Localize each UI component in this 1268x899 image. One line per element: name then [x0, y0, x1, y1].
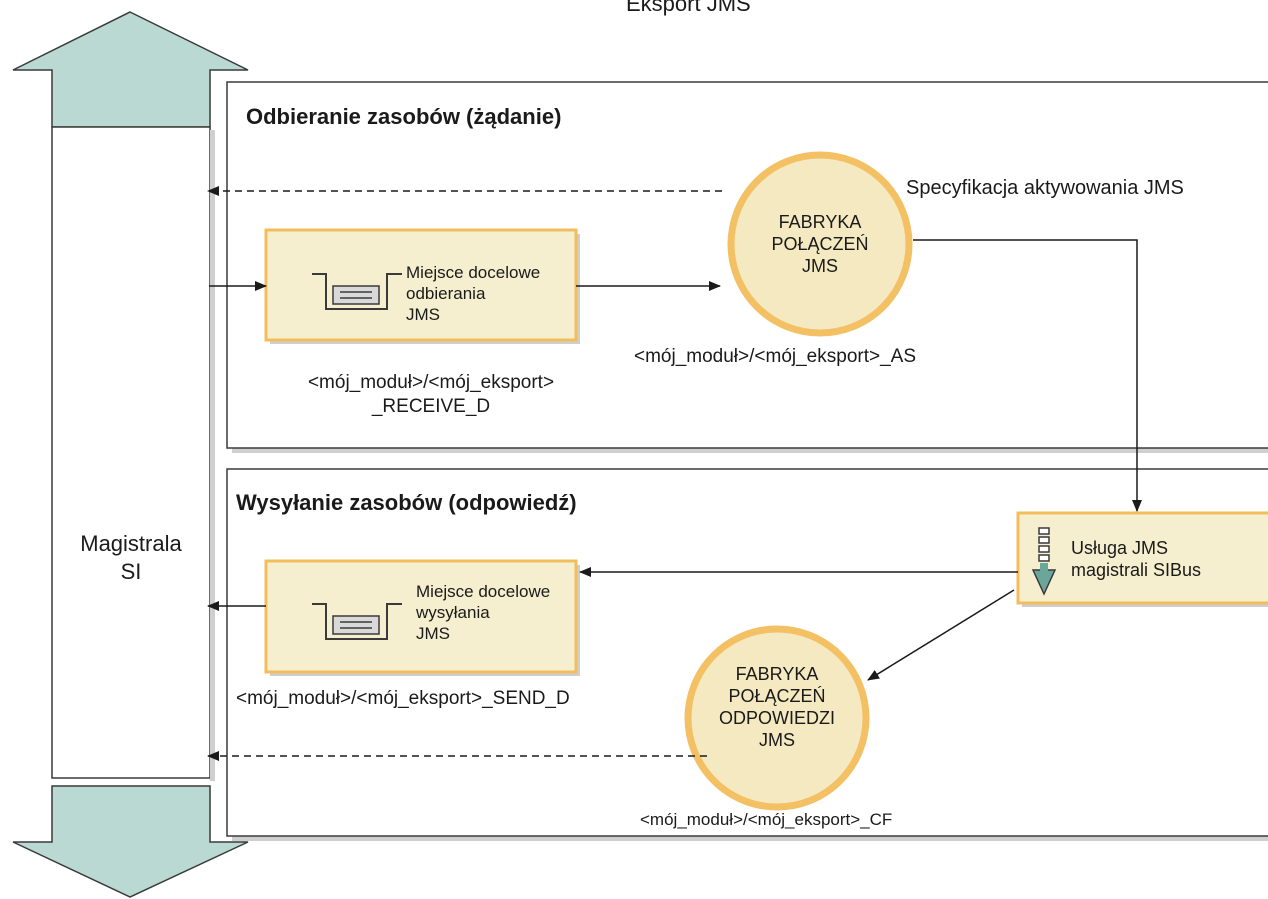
si-bus: [12, 11, 249, 898]
send-destination-line3: JMS: [416, 624, 450, 643]
bus-body: [51, 126, 211, 779]
connection-factory-label: FABRYKA POŁĄCZEŃ JMS: [731, 211, 909, 277]
response-factory-name: <mój_moduł>/<mój_eksport>_CF: [640, 810, 893, 829]
bus-label: Magistrala SI: [52, 530, 210, 586]
bus-label-line2: SI: [120, 559, 142, 584]
send-destination-box: [264, 559, 580, 676]
response-factory-label: FABRYKA POŁĄCZEŃ ODPOWIEDZI JMS: [688, 663, 866, 751]
receive-destination-name: <mój_moduł>/<mój_eksport> _RECEIVE_D: [276, 371, 586, 419]
receive-destination-label: Miejsce docelowe odbierania JMS: [406, 262, 540, 325]
connection-factory-name: <mój_moduł>/<mój_eksport>_AS: [634, 346, 916, 367]
send-destination-name: <mój_moduł>/<mój_eksport>_SEND_D: [236, 688, 570, 709]
sibus-to-response-factory-arrow: [867, 589, 1015, 681]
diagram-title: Eksport JMS: [626, 0, 751, 16]
sibus-service-line2: magistrali SIBus: [1071, 560, 1202, 580]
sibus-download-icon: [1031, 527, 1057, 596]
connection-factory-line3: JMS: [802, 256, 838, 276]
queue-icon: [312, 273, 402, 310]
receive-destination-line2: odbierania: [406, 284, 486, 303]
bus-label-line1: Magistrala: [80, 531, 182, 556]
receive-destination-name-line1: <mój_moduł>/<mój_eksport>: [307, 372, 555, 393]
response-factory-circle: [684, 625, 870, 811]
response-factory-line4: JMS: [759, 730, 795, 750]
receive-destination-name-line2: _RECEIVE_D: [371, 396, 491, 417]
receive-destination-line3: JMS: [406, 305, 440, 324]
send-destination-label: Miejsce docelowe wysyłania JMS: [416, 581, 550, 644]
connection-factory-line1: FABRYKA: [778, 212, 862, 232]
sibus-service-box: [1016, 511, 1268, 607]
factory-to-sibus-arrow: [913, 239, 1142, 512]
receive-destination-box: [264, 228, 580, 344]
sibus-service-label: Usługa JMS magistrali SIBus: [1071, 537, 1201, 581]
bus-down-arrow: [12, 785, 249, 898]
receive-destination-line1: Miejsce docelowe: [406, 263, 541, 282]
connection-factory-circle: [727, 151, 913, 337]
bus-up-arrow: [12, 11, 249, 128]
response-factory-line2: POŁĄCZEŃ: [728, 686, 826, 706]
response-factory-line3: ODPOWIEDZI: [719, 708, 835, 728]
send-destination-line2: wysyłania: [416, 603, 490, 622]
request-section-title: Odbieranie zasobów (żądanie): [246, 104, 562, 129]
sibus-service-line1: Usługa JMS: [1071, 538, 1169, 558]
response-factory-line1: FABRYKA: [735, 664, 819, 684]
response-section-title: Wysyłanie zasobów (odpowiedź): [236, 490, 577, 515]
connection-factory-line2: POŁĄCZEŃ: [771, 234, 869, 254]
send-destination-line1: Miejsce docelowe: [416, 582, 551, 601]
queue-icon: [312, 603, 402, 640]
activation-spec-label: Specyfikacja aktywowania JMS: [906, 177, 1184, 199]
